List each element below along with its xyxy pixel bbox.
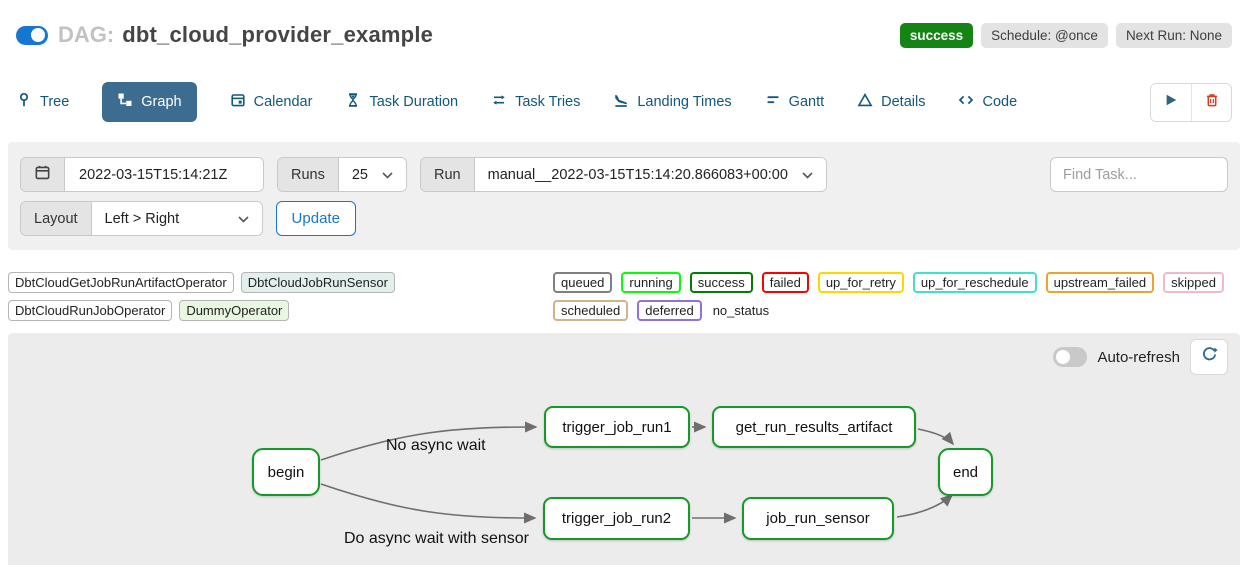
code-icon (958, 92, 974, 112)
tab-code[interactable]: Code (958, 92, 1017, 112)
base-date-input[interactable] (65, 158, 263, 191)
tab-task-duration[interactable]: Task Duration (345, 92, 458, 112)
tab-task-tries-label: Task Tries (515, 94, 581, 110)
chevron-down-icon (802, 167, 813, 183)
dag-title: dbt_cloud_provider_example (122, 22, 434, 47)
refresh-icon (1201, 346, 1218, 368)
status-legend: queued running success failed up_for_ret… (553, 272, 1240, 321)
task-node-end[interactable]: end (938, 448, 993, 496)
repeat-icon (491, 92, 507, 112)
runs-select-value: 25 (351, 166, 368, 183)
trigger-dag-button[interactable] (1151, 83, 1191, 121)
legend-status-up-for-reschedule[interactable]: up_for_reschedule (912, 272, 1037, 293)
legend-status-failed[interactable]: failed (761, 272, 809, 293)
run-group: Run manual__2022-03-15T15:14:20.866083+0… (420, 157, 827, 192)
layout-select-value: Left > Right (104, 210, 180, 227)
legend-status-queued[interactable]: queued (553, 272, 613, 293)
edge-label-no-async-wait: No async wait (386, 437, 486, 454)
filter-panel: Runs 25 Run manual__2022-03-15T15:14:20.… (8, 142, 1240, 250)
layout-label: Layout (21, 202, 92, 235)
tab-gantt[interactable]: Gantt (765, 92, 824, 112)
trash-icon (1204, 92, 1220, 113)
legend-status-up-for-retry[interactable]: up_for_retry (817, 272, 904, 293)
dag-graph-canvas: Auto-refresh begin trigger_job_run1 get_… (8, 333, 1240, 565)
header-badges: success Schedule: @once Next Run: None (899, 22, 1232, 48)
dag-pause-toggle[interactable] (16, 25, 48, 45)
runs-label: Runs (278, 158, 339, 191)
tab-landing-times-label: Landing Times (637, 94, 732, 110)
schedule-badge: Schedule: @once (981, 22, 1108, 48)
calendar-addon[interactable] (21, 158, 65, 191)
layout-select[interactable]: Left > Right (91, 202, 262, 235)
run-select[interactable]: manual__2022-03-15T15:14:20.866083+00:00 (474, 158, 826, 191)
tab-code-label: Code (982, 94, 1018, 110)
tab-calendar[interactable]: Calendar (230, 92, 313, 112)
tab-details-label: Details (881, 94, 926, 110)
legend-status-no-status[interactable]: no_status (710, 300, 772, 321)
chevron-down-icon (382, 167, 393, 183)
task-node-job-run-sensor[interactable]: job_run_sensor (742, 497, 894, 540)
tab-task-duration-label: Task Duration (369, 94, 459, 110)
plane-landing-icon (613, 92, 629, 112)
auto-refresh-label: Auto-refresh (1097, 348, 1180, 366)
update-button[interactable]: Update (275, 201, 356, 236)
legend: DbtCloudGetJobRunArtifactOperator DbtClo… (8, 272, 1240, 321)
filter-row-2: Layout Left > Right Update (20, 201, 1228, 236)
runs-select[interactable]: 25 (338, 158, 406, 191)
filter-row-1: Runs 25 Run manual__2022-03-15T15:14:20.… (20, 157, 1228, 192)
next-run-badge: Next Run: None (1115, 22, 1232, 48)
dag-header: DAG: dbt_cloud_provider_example success … (0, 0, 1248, 52)
runs-group: Runs 25 (277, 157, 407, 192)
tree-icon (16, 92, 32, 112)
auto-refresh-toggle[interactable] (1053, 347, 1088, 367)
legend-status-deferred[interactable]: deferred (637, 300, 702, 321)
tab-details[interactable]: Details (857, 92, 925, 112)
canvas-controls: Auto-refresh (1053, 339, 1228, 375)
task-node-trigger-job-run1[interactable]: trigger_job_run1 (544, 406, 690, 448)
edge-label-do-async-wait: Do async wait with sensor (344, 530, 529, 547)
dag-status-badge: success (899, 22, 974, 48)
dag-prefix-label: DAG: (58, 22, 115, 47)
calendar-addon-icon (34, 164, 51, 185)
legend-status-success[interactable]: success (689, 272, 753, 293)
tab-calendar-label: Calendar (253, 94, 313, 110)
run-select-value: manual__2022-03-15T15:14:20.866083+00:00 (487, 166, 788, 183)
tab-tree-label: Tree (40, 94, 70, 110)
legend-operator: DbtCloudRunJobOperator (8, 300, 173, 321)
triangle-icon (857, 92, 873, 112)
gantt-icon (765, 92, 781, 112)
find-task-input[interactable] (1050, 157, 1228, 192)
legend-operator: DbtCloudGetJobRunArtifactOperator (8, 272, 234, 293)
legend-operator: DummyOperator (179, 300, 290, 321)
hourglass-icon (345, 92, 361, 112)
legend-status-skipped[interactable]: skipped (1163, 272, 1224, 293)
chevron-down-icon (237, 211, 249, 227)
tab-tree[interactable]: Tree (16, 92, 69, 112)
dag-edges (320, 421, 955, 524)
legend-operator: DbtCloudJobRunSensor (240, 272, 395, 293)
tab-gantt-label: Gantt (788, 94, 825, 110)
operator-legend: DbtCloudGetJobRunArtifactOperator DbtClo… (8, 272, 553, 321)
task-node-get-run-results-artifact[interactable]: get_run_results_artifact (712, 406, 916, 448)
tab-task-tries[interactable]: Task Tries (491, 92, 580, 112)
play-icon (1164, 93, 1178, 112)
dag-action-buttons (1150, 82, 1232, 122)
calendar-icon (230, 92, 246, 112)
tab-landing-times[interactable]: Landing Times (613, 92, 732, 112)
layout-group: Layout Left > Right (20, 201, 263, 236)
legend-status-scheduled[interactable]: scheduled (553, 300, 629, 321)
view-tabbar: Tree Graph Calendar Task Duration Task T… (0, 82, 1248, 122)
run-label: Run (421, 158, 475, 191)
legend-status-upstream-failed[interactable]: upstream_failed (1045, 272, 1155, 293)
tab-graph-label: Graph (141, 94, 182, 110)
delete-dag-button[interactable] (1191, 83, 1231, 121)
refresh-button[interactable] (1190, 339, 1228, 375)
tab-graph[interactable]: Graph (102, 82, 197, 122)
base-date-group (20, 157, 264, 192)
task-node-trigger-job-run2[interactable]: trigger_job_run2 (543, 497, 690, 540)
graph-icon (117, 92, 133, 112)
legend-status-running[interactable]: running (621, 272, 681, 293)
task-node-begin[interactable]: begin (252, 448, 320, 496)
